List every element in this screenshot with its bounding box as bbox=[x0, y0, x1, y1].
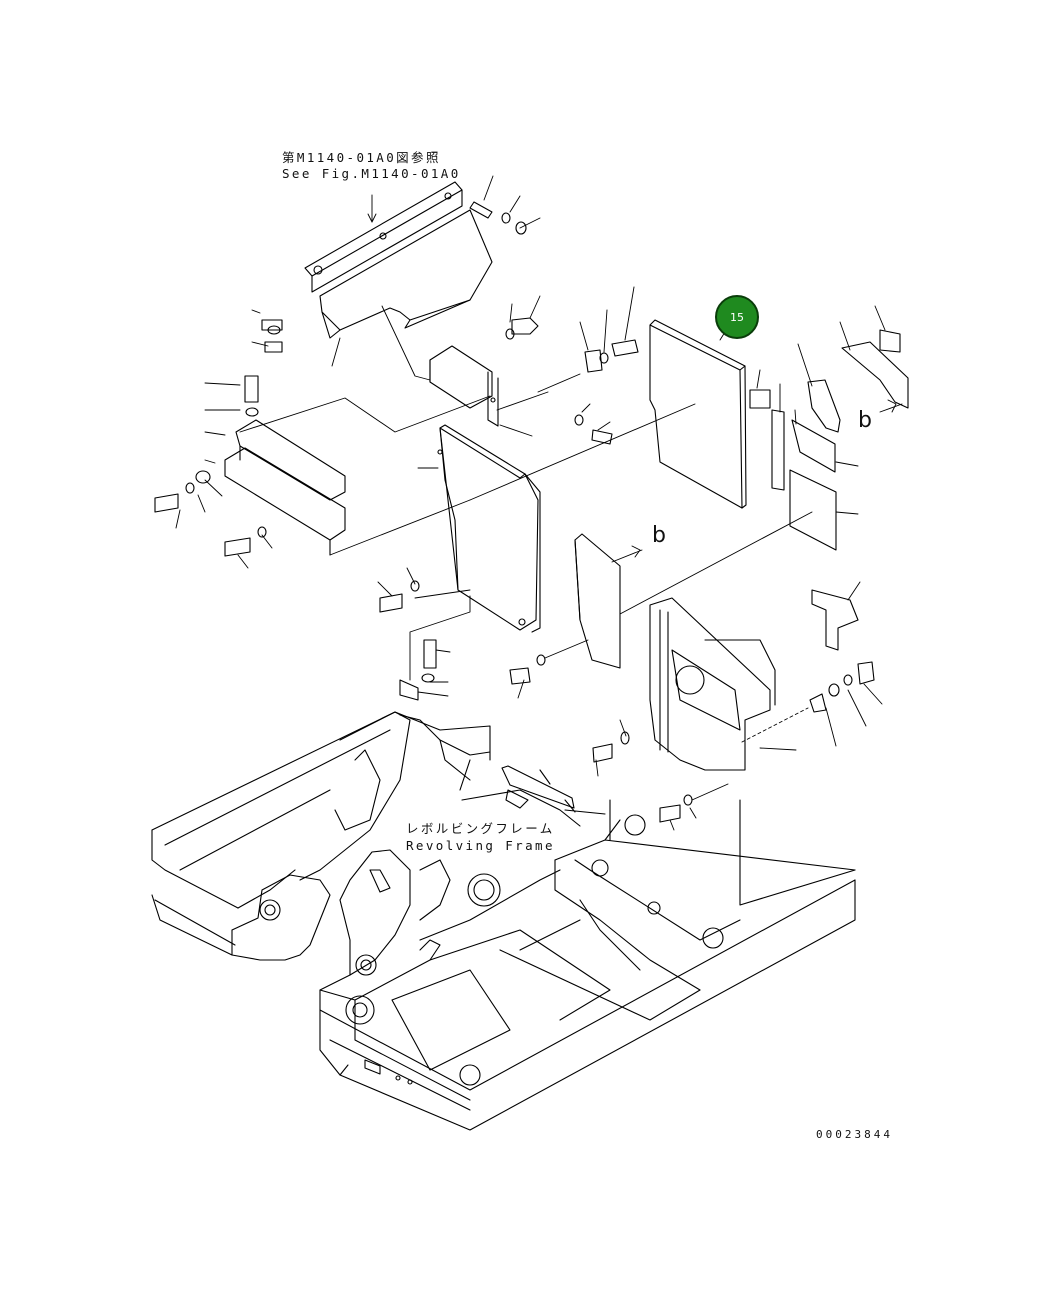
drawing-number: 00023844 bbox=[816, 1128, 893, 1141]
center-cover-plate bbox=[437, 424, 541, 633]
insulation-panel bbox=[649, 319, 747, 509]
small-pads bbox=[749, 389, 859, 651]
right-frame-plate bbox=[649, 597, 776, 771]
right-bracket bbox=[807, 329, 909, 433]
detail-mark-b-lower: b bbox=[652, 523, 666, 548]
revolving-frame bbox=[151, 711, 856, 1131]
mid-vertical-plate bbox=[574, 533, 621, 669]
revolving-frame-label-en: Revolving Frame bbox=[406, 838, 555, 853]
part-callout-number: 15 bbox=[730, 310, 744, 324]
mount-bracket bbox=[429, 345, 499, 427]
leader-lines bbox=[175, 175, 903, 831]
bolts-and-washers bbox=[154, 201, 875, 823]
part-callout-15-button[interactable]: 15 bbox=[715, 295, 759, 339]
reference-figure-label-jp: 第M1140-01A0図参照 bbox=[282, 150, 441, 165]
revolving-frame-label-jp: レボルビングフレーム bbox=[406, 821, 555, 836]
upper-cover-plate bbox=[304, 181, 493, 339]
detail-mark-b-upper: b bbox=[858, 408, 872, 433]
left-angle-brackets bbox=[224, 419, 346, 556]
reference-figure-label-en: See Fig.M1140-01A0 bbox=[282, 166, 461, 181]
